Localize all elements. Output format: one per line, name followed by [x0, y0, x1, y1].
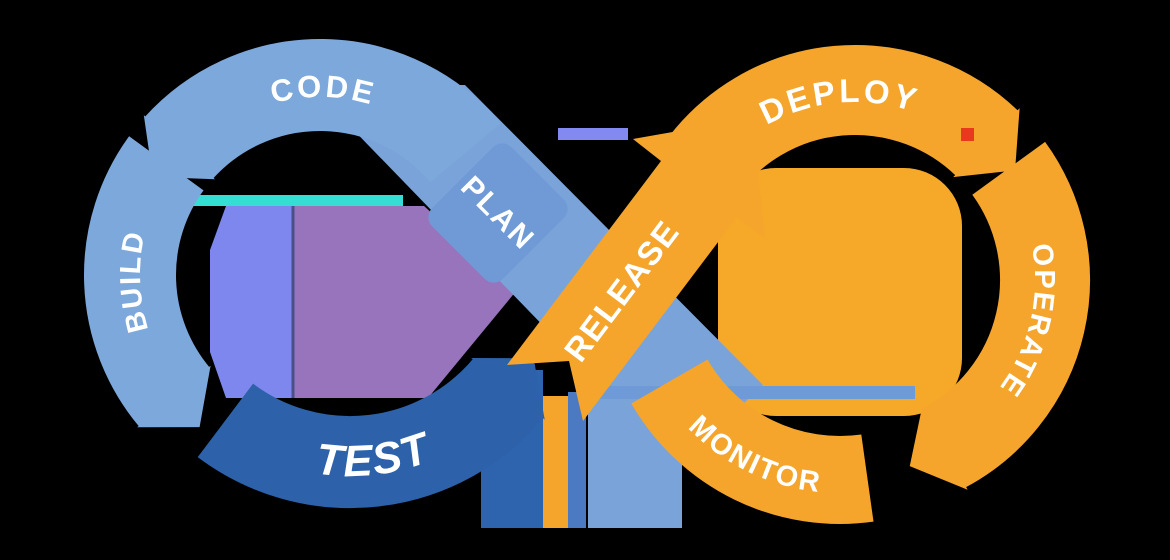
plan-wedge — [428, 143, 568, 283]
arc-code — [143, 39, 501, 184]
label-build-text: BUILD — [115, 228, 155, 336]
teal-artifact-strip — [168, 195, 403, 206]
periwinkle-artifact-strip — [558, 128, 628, 140]
left-interior-seam — [291, 206, 295, 398]
orange-artifact-column — [543, 396, 568, 528]
arc-operate — [909, 141, 1090, 490]
arc-build — [84, 136, 211, 428]
left-loop-interior-periwinkle — [210, 206, 293, 398]
red-artifact-dot — [961, 128, 974, 141]
steel-artifact-column — [568, 392, 586, 528]
blue-artifact-strip — [585, 386, 915, 399]
right-loop-interior-orange — [718, 168, 962, 416]
release-ribbon-arrow — [507, 118, 765, 421]
plan-wedge-group — [428, 143, 568, 283]
label-build: BUILD — [115, 228, 153, 336]
arc-test — [197, 357, 545, 509]
arc-monitor — [631, 358, 874, 524]
